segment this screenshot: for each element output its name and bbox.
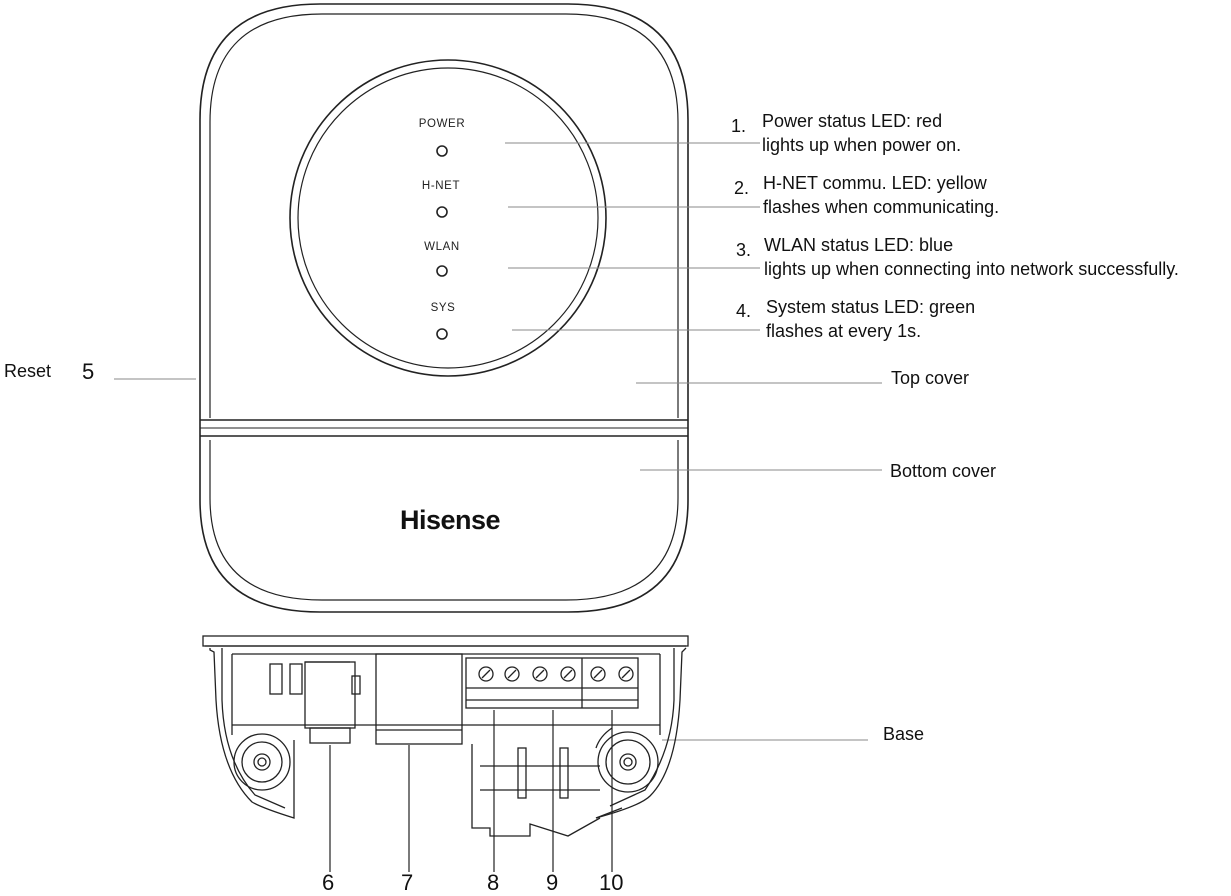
top-cover-label: Top cover bbox=[891, 368, 970, 388]
part-number-9: 9 bbox=[546, 870, 559, 895]
hnet-led bbox=[436, 206, 448, 218]
bottom-cover-inner-outline bbox=[209, 440, 679, 601]
callout-3-line2: lights up when connecting into network s… bbox=[764, 259, 1179, 279]
led-label-power: POWER bbox=[418, 118, 466, 130]
power-led bbox=[436, 145, 448, 157]
base-label: Base bbox=[883, 724, 925, 744]
brand-logo: Hisense bbox=[399, 505, 501, 535]
terminal-screw bbox=[618, 666, 634, 682]
led-label-wlan: WLAN bbox=[424, 241, 460, 253]
wlan-led bbox=[436, 265, 448, 277]
part-number-6: 6 bbox=[322, 870, 335, 895]
callout-2-line2: flashes when communicating. bbox=[763, 197, 1000, 217]
callout-text-2: H-NET commu. LED: yellow flashes when co… bbox=[763, 171, 999, 219]
left-mount-boss bbox=[233, 733, 291, 791]
callout-text-1: Power status LED: red lights up when pow… bbox=[762, 109, 961, 157]
terminal-screw bbox=[590, 666, 606, 682]
right-mount-boss bbox=[597, 731, 659, 793]
reset-label: Reset bbox=[4, 361, 52, 381]
part-number-7: 7 bbox=[401, 870, 414, 895]
callout-4-line2: flashes at every 1s. bbox=[766, 321, 922, 341]
callout-3-line1: WLAN status LED: blue bbox=[764, 235, 954, 255]
base-drawing bbox=[202, 635, 689, 837]
callout-1-line1: Power status LED: red bbox=[762, 111, 943, 131]
led-label-hnet: H-NET bbox=[421, 180, 461, 192]
callout-number-3: 3. bbox=[736, 240, 752, 260]
terminal-screw bbox=[478, 666, 494, 682]
terminal-screw bbox=[504, 666, 520, 682]
callout-text-4: System status LED: green flashes at ever… bbox=[766, 295, 975, 343]
sys-led bbox=[436, 328, 448, 340]
callout-2-line1: H-NET commu. LED: yellow bbox=[763, 173, 987, 193]
callout-number-4: 4. bbox=[736, 301, 752, 321]
callout-text-3: WLAN status LED: blue lights up when con… bbox=[764, 233, 1179, 281]
device-outer-shell bbox=[199, 3, 689, 613]
bottom-cover-label: Bottom cover bbox=[890, 461, 997, 481]
callout-4-line1: System status LED: green bbox=[766, 297, 976, 317]
callout-number-1: 1. bbox=[731, 116, 747, 136]
led-label-sys: SYS bbox=[430, 302, 456, 314]
terminal-screw bbox=[532, 666, 548, 682]
terminal-screw bbox=[560, 666, 576, 682]
part-number-10: 10 bbox=[599, 870, 624, 895]
reset-number: 5 bbox=[82, 359, 95, 384]
callout-number-2: 2. bbox=[734, 178, 750, 198]
device-inner-shell bbox=[209, 13, 679, 418]
led-panel-circle bbox=[289, 59, 607, 377]
part-number-8: 8 bbox=[487, 870, 500, 895]
callout-1-line2: lights up when power on. bbox=[762, 135, 962, 155]
